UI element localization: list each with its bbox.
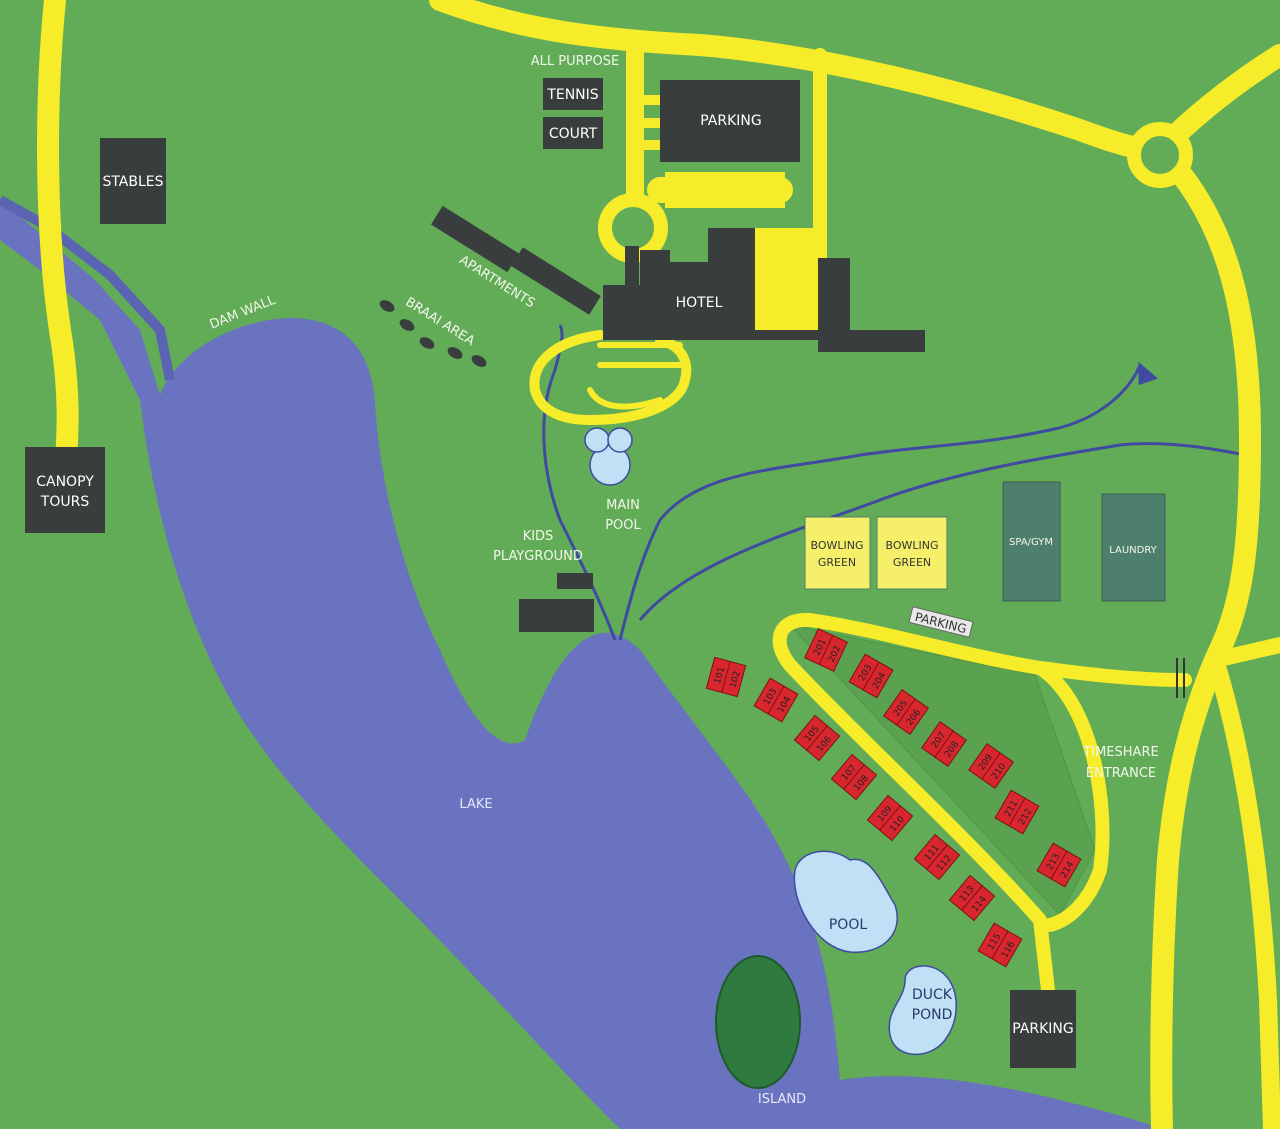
unit-113-114: 113 114 [948, 874, 996, 922]
label-timeshare-2: ENTRANCE [1086, 766, 1156, 781]
unit-101-102: 101 102 [705, 656, 747, 698]
bowling-green-1 [804, 516, 871, 590]
label-spa-gym: SPA/GYM [1009, 537, 1053, 548]
label-tennis: TENNIS [546, 87, 598, 103]
road-timeshare-loop [772, 612, 1192, 997]
label-all-purpose: ALL PURPOSE [531, 54, 619, 69]
stream-source [1138, 361, 1158, 386]
unit-213-214: 213 214 [1036, 842, 1082, 888]
playground-building [519, 599, 594, 632]
playground-shelter [557, 573, 593, 589]
hotel-front-lot [665, 172, 785, 208]
label-main-pool-1: MAIN [606, 498, 640, 513]
label-bowling-2a: BOWLING [885, 539, 938, 552]
parking-bottom-lot [1010, 990, 1076, 1068]
label-timeshare-1: TIMESHARE [1082, 745, 1158, 760]
unit-201-202: 201 202 [804, 628, 848, 672]
parking-top-entry [642, 95, 660, 105]
label-main-pool-2: POOL [605, 518, 641, 533]
timeshare-lawn [788, 624, 1096, 916]
label-duck-2: POND [912, 1007, 953, 1023]
lake [0, 200, 1160, 1129]
unit-207-208: 207 208 [921, 721, 967, 767]
canopy-tours-building [25, 447, 105, 533]
path-pool-inner [587, 342, 683, 410]
hotel-tower [625, 246, 639, 290]
label-stables: STABLES [102, 174, 163, 190]
laundry-building [1101, 493, 1166, 602]
lake-inlet-channel [0, 195, 175, 381]
apartment-block-2 [511, 247, 601, 315]
label-bowling-1a: BOWLING [810, 539, 863, 552]
unit-203-204: 203 204 [848, 653, 894, 699]
label-bowling-1b: GREEN [818, 556, 856, 569]
hotel-service-lot [752, 228, 815, 330]
label-canopy-1: CANOPY [36, 474, 94, 490]
stables-building [100, 138, 166, 224]
duck-pond [888, 965, 957, 1056]
unit-115-116: 115 116 [977, 922, 1023, 968]
label-island: ISLAND [758, 1092, 806, 1107]
path-pool-loop [529, 330, 692, 425]
tennis-court-2 [543, 117, 603, 149]
parking-top-lot [660, 80, 800, 162]
parking-top-entry-2 [642, 118, 660, 128]
hotel-building [603, 228, 925, 352]
parking-road-sign [908, 606, 974, 638]
label-laundry: LAUNDRY [1109, 545, 1157, 556]
roundabout-east [1127, 122, 1193, 188]
label-parking-bottom: PARKING [1012, 1021, 1073, 1037]
unit-211-212: 211 212 [994, 789, 1040, 835]
unit-101-label: 101 [713, 666, 727, 685]
road-east-branch [1206, 651, 1280, 1129]
braai-dots [379, 300, 487, 367]
bowling-green-2 [876, 516, 948, 590]
label-canopy-2: TOURS [40, 494, 90, 510]
label-hotel: HOTEL [676, 295, 723, 311]
label-duck-1: DUCK [912, 987, 953, 1003]
timeshare-units: 101 102 103 104 105 106 107 108 109 110 [705, 628, 1082, 968]
road-timeshare-inner [1033, 661, 1110, 932]
parking-top-entry-3 [642, 140, 660, 150]
island [715, 955, 801, 1089]
unit-105-106: 105 106 [793, 714, 841, 762]
label-bowling-2b: GREEN [893, 556, 931, 569]
label-court: COURT [549, 126, 598, 142]
label-kids-1: KIDS [523, 529, 554, 544]
unit-109-110: 109 110 [866, 794, 914, 842]
label-parking-top: PARKING [700, 113, 761, 129]
road-canopy [37, 0, 79, 471]
main-pool [584, 427, 633, 486]
label-lake: LAKE [459, 797, 492, 812]
tennis-court-1 [543, 78, 603, 110]
unit-107-108: 107 108 [830, 753, 878, 801]
unit-103-104: 103 104 [753, 677, 799, 723]
label-pool: POOL [829, 917, 867, 933]
main-stream [618, 364, 1142, 641]
unit-209-210: 209 210 [968, 743, 1014, 789]
east-stream [638, 442, 1246, 621]
timeshare-pool [793, 850, 898, 953]
road-east-spur [1207, 637, 1280, 668]
apartment-block-1 [431, 205, 519, 273]
timeshare-gate [1176, 658, 1185, 698]
spa-gym-building [1002, 481, 1061, 602]
unit-102-label: 102 [729, 670, 743, 689]
roads [37, 0, 1280, 1129]
label-kids-2: PLAYGROUND [493, 549, 583, 564]
unit-111-112: 111 112 [913, 833, 961, 881]
